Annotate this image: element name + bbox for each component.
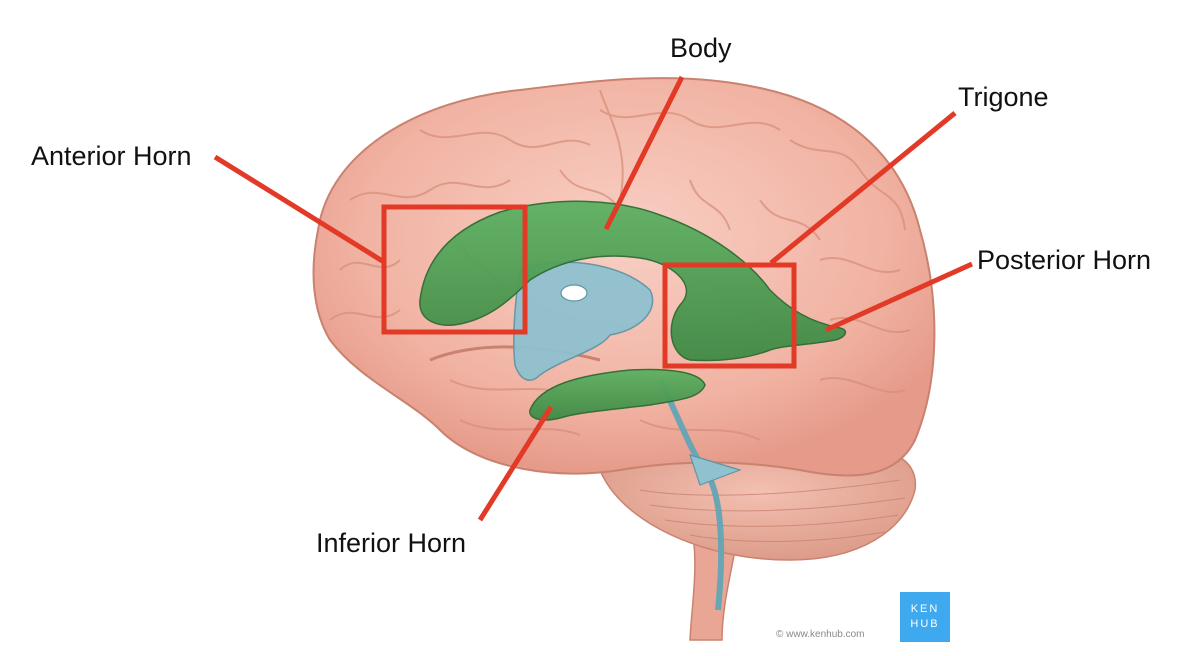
posterior-horn-pointer (824, 261, 974, 333)
label-trigone: Trigone (958, 82, 1049, 112)
cerebellum-folia (639, 479, 906, 542)
logo-line-1: KEN (910, 603, 940, 616)
inferior-horn-pointer (477, 405, 554, 522)
inferior-horn-shape (529, 368, 706, 421)
logo-line-2: HUB (910, 618, 940, 630)
anterior-horn-box (381, 204, 528, 335)
copyright-text: © www.kenhub.com (776, 629, 865, 640)
fourth-ventricle (689, 454, 742, 486)
anterior-horn-pointer (213, 154, 386, 265)
trigone-pointer (769, 111, 957, 265)
label-inferior-horn: Inferior Horn (316, 528, 467, 558)
label-posterior-horn: Posterior Horn (977, 245, 1152, 275)
trigone-box (662, 262, 797, 369)
body-pointer (603, 75, 685, 231)
label-anterior-horn: Anterior Horn (31, 141, 192, 171)
interthalamic-adhesion (560, 284, 588, 302)
third-ventricle (513, 261, 654, 381)
label-body: Body (670, 33, 732, 63)
kenhub-logo: KEN HUB (900, 592, 950, 642)
